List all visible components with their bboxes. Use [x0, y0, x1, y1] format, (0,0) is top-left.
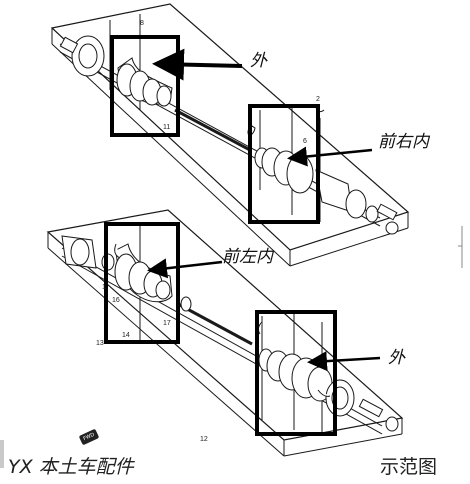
part-number-8: 8	[140, 20, 144, 27]
top-inner-boot	[254, 147, 314, 194]
bottom-inner-boot	[114, 243, 192, 312]
part-number-6: 6	[303, 138, 307, 145]
pointer-arrows	[147, 48, 381, 372]
part-number-12: 12	[200, 436, 208, 443]
arrow-front-left-inner	[147, 258, 223, 279]
top-inner-joint	[247, 107, 399, 235]
part-number-1: 1	[102, 284, 106, 291]
part-number-17: 17	[163, 320, 171, 327]
frame-top-outer	[110, 35, 180, 137]
part-number-16: 16	[112, 297, 120, 304]
part-number-11: 11	[163, 124, 171, 131]
label-outer-top: 外	[250, 51, 267, 71]
frame-bottom-inner	[104, 222, 180, 344]
highlight-frames	[104, 35, 337, 436]
part-number-2: 2	[316, 96, 320, 103]
arrow-outer-top	[152, 48, 243, 81]
label-outer-bottom: 外	[388, 348, 405, 368]
top-outer-boot	[116, 57, 173, 107]
label-front-right-inner: 前右内	[378, 132, 429, 152]
part-number-14: 14	[122, 332, 130, 339]
part-number-13: 13	[96, 340, 104, 347]
frame-top-inner	[248, 104, 320, 224]
sample-image-caption: 示范图	[380, 456, 438, 478]
arrow-front-right-inner	[287, 146, 373, 167]
frame-bottom-outer	[255, 310, 337, 436]
top-outer-joint	[59, 35, 105, 77]
edge-bracket	[458, 226, 463, 268]
left-edge-tab	[0, 440, 4, 468]
label-front-left-inner: 前左内	[222, 247, 273, 267]
arrow-outer-bottom	[307, 351, 381, 372]
brand-watermark: YX 本土车配件	[8, 456, 134, 478]
